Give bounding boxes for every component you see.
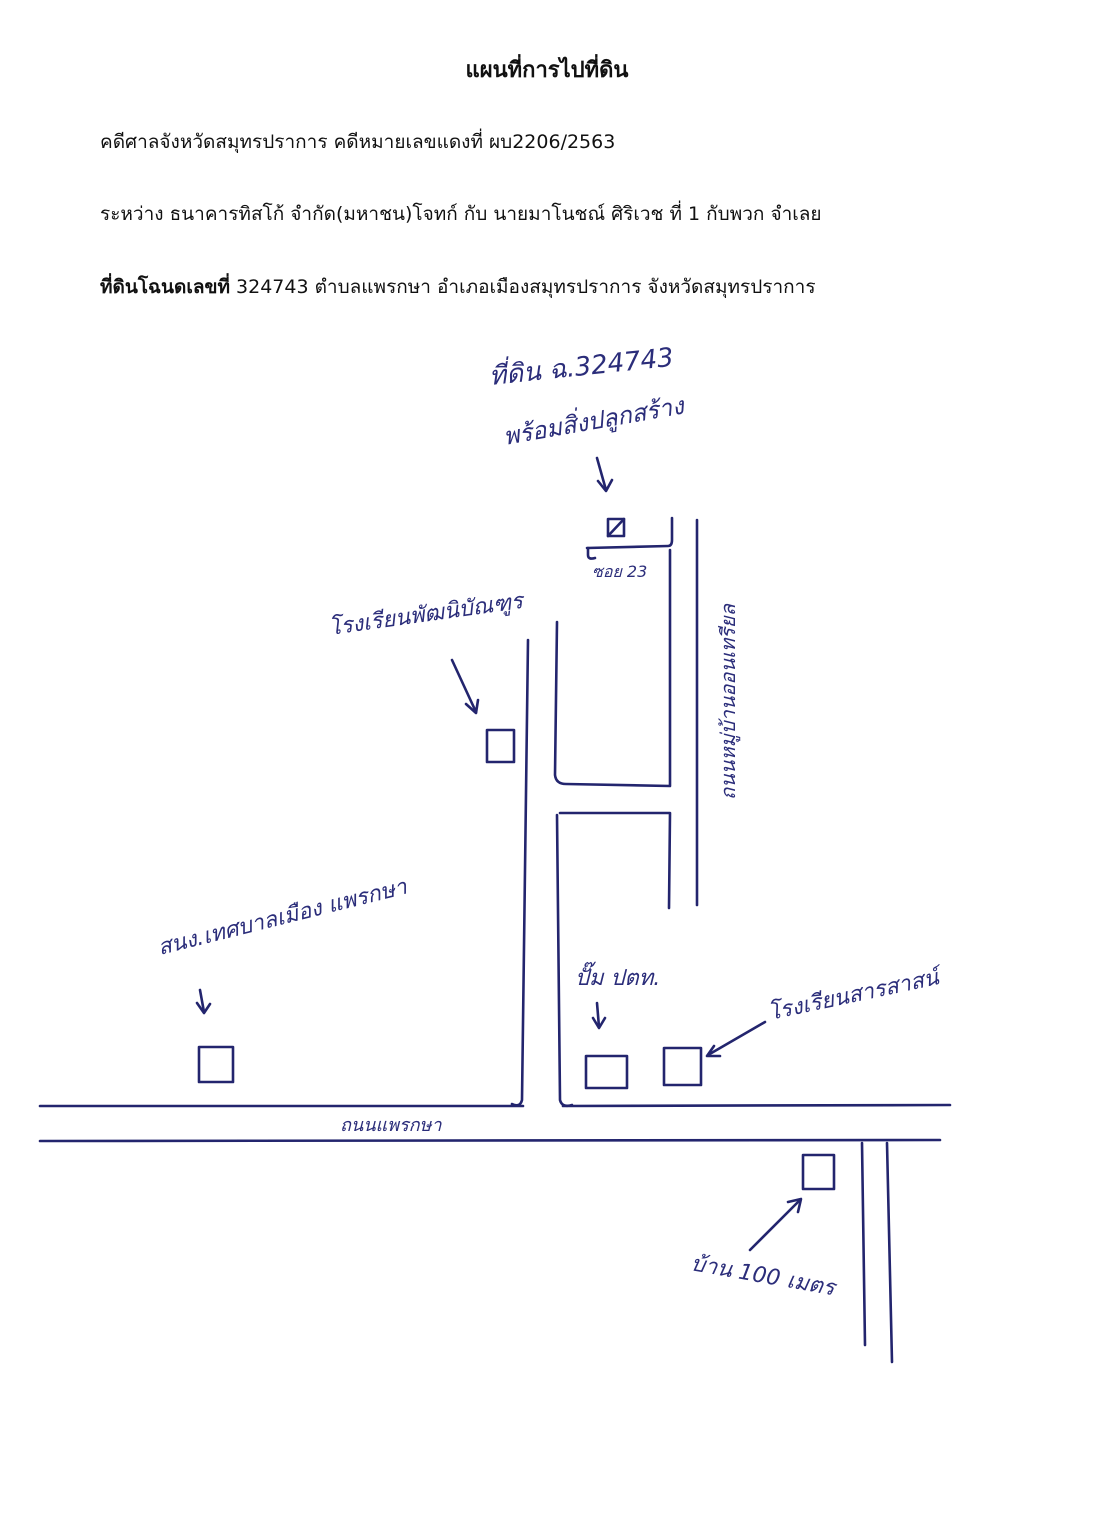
label-school-right: โรงเรียนสารสาสน์ <box>766 963 946 1026</box>
target-plot-marker <box>585 516 674 560</box>
label-ptt-station: ปั๊ม ปตท. <box>575 961 660 991</box>
arrow-school-top <box>450 658 480 715</box>
label-target-plot: ที่ดิน ฉ.324743 <box>487 339 675 392</box>
label-bottom-right: บ้าน 100 เมตร <box>689 1251 840 1301</box>
ptt-building <box>584 1054 629 1090</box>
school-right-building <box>662 1046 703 1087</box>
label-soi: ซอย 23 <box>592 562 647 581</box>
bottom-right-building <box>801 1153 836 1191</box>
case-line: คดีศาลจังหวัดสมุทรปราการ คดีหมายเลขแดงที… <box>100 131 616 153</box>
label-target-building: พร้อมสิ่งปลูกสร้าง <box>501 388 689 452</box>
label-main-road: ถนนแพรกษา <box>340 1115 442 1136</box>
arrow-target <box>595 456 614 493</box>
main-road <box>38 1103 952 1143</box>
label-school-top: โรงเรียนพัฒนิบัณฑูร <box>327 588 527 641</box>
parties-line: ระหว่าง ธนาคารทิสโก้ จำกัด(มหาชน)โจทก์ ก… <box>100 203 822 225</box>
land-prefix: ที่ดินโฉนดเลขที่ <box>100 276 230 298</box>
document-title: แผนที่การไปที่ดิน <box>465 58 629 83</box>
municipality-building <box>197 1045 235 1084</box>
land-detail: 324743 ตำบลแพรกษา อำเภอเมืองสมุทรปราการ … <box>229 276 816 298</box>
label-municipality-office: สนง.เทศบาลเมือง แพรกษา <box>155 875 410 961</box>
arrow-ptt <box>591 1001 607 1030</box>
arrow-school-right <box>705 1020 767 1058</box>
arrow-municipality <box>195 988 212 1015</box>
soi-road <box>510 548 672 1108</box>
land-line: ที่ดินโฉนดเลขที่ 324743 ตำบลแพรกษา อำเภอ… <box>100 272 816 302</box>
bottom-right-road <box>860 1141 894 1364</box>
label-village-road: ถนนหมู่บ้านออนเทรียล <box>716 602 741 800</box>
school-top-building <box>485 728 516 764</box>
arrow-bottom-right <box>748 1197 803 1252</box>
